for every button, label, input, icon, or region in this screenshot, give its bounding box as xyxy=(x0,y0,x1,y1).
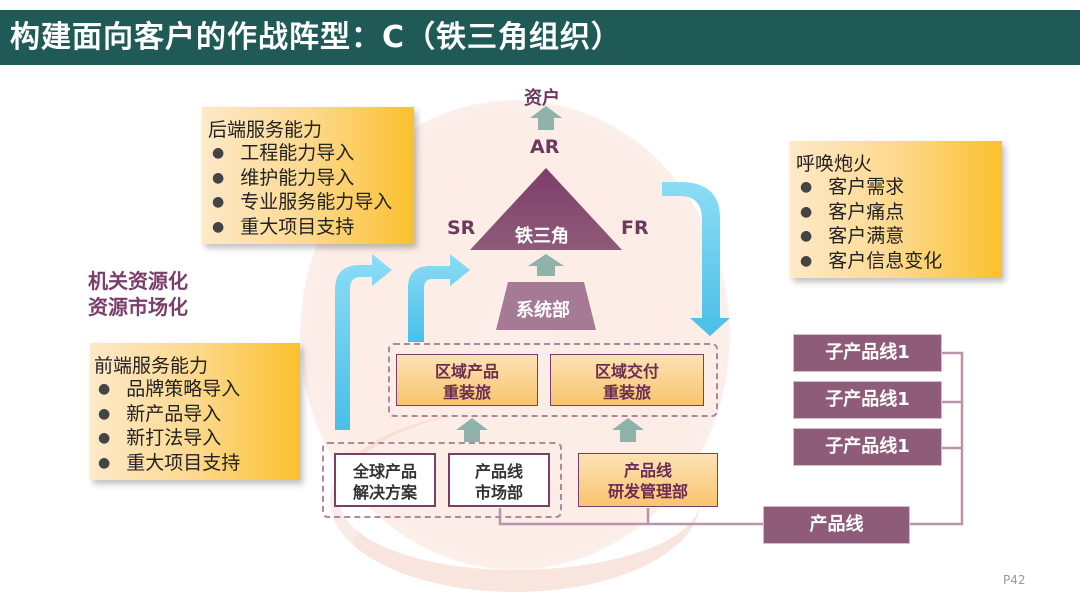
unit-line-2: 研发管理部 xyxy=(607,482,688,501)
brigade-line-2: 重装旅 xyxy=(602,383,651,402)
iron-triangle xyxy=(470,168,622,250)
blue-arrow-left-outer xyxy=(335,254,392,430)
blue-arrow-right xyxy=(662,182,730,336)
frontend-list: 品牌策略导入 新产品导入 新打法导入 重大项目支持 xyxy=(98,377,240,475)
product-line: 产品线 xyxy=(763,506,910,544)
product-line-rd-management: 产品线 研发管理部 xyxy=(578,453,718,507)
customer-label: 资户 xyxy=(524,88,560,109)
list-item: 重大项目支持 xyxy=(98,451,240,476)
brigade-line-1: 区域产品 xyxy=(434,362,499,381)
brigade-line-2: 重装旅 xyxy=(442,383,491,402)
up-arrow-to-brigade-1 xyxy=(456,418,488,442)
backend-capability-box: 后端服务能力 工程能力导入 维护能力导入 专业服务能力导入 重大项目支持 xyxy=(202,107,414,244)
list-item: 新打法导入 xyxy=(98,426,240,451)
regional-delivery-brigade: 区域交付 重装旅 xyxy=(550,354,704,406)
list-item: 品牌策略导入 xyxy=(98,377,240,402)
title-bar: 构建面向客户的作战阵型：C（铁三角组织） xyxy=(0,10,1080,65)
up-arrow-to-brigade-2 xyxy=(612,418,644,442)
system-dept-shape xyxy=(496,282,596,330)
backend-heading: 后端服务能力 xyxy=(208,119,323,141)
unit-line-2: 市场部 xyxy=(474,483,523,502)
list-item: 重大项目支持 xyxy=(212,215,392,240)
up-arrow-to-triangle xyxy=(528,254,564,276)
fr-label: FR xyxy=(621,217,649,239)
sub-product-line: 子产品线1 xyxy=(793,381,942,419)
call-fire-heading: 呼唤炮火 xyxy=(796,153,873,175)
side-label-line-2: 资源市场化 xyxy=(88,295,188,319)
unit-line-2: 解决方案 xyxy=(352,483,417,502)
unit-line-1: 产品线 xyxy=(474,462,523,481)
blue-arrow-left-inner xyxy=(408,254,470,342)
slide-title: 构建面向客户的作战阵型：C（铁三角组织） xyxy=(10,20,623,55)
up-arrow-to-customer xyxy=(530,106,562,130)
ar-label: AR xyxy=(530,136,560,158)
backend-list: 工程能力导入 维护能力导入 专业服务能力导入 重大项目支持 xyxy=(212,141,392,239)
regional-product-brigade: 区域产品 重装旅 xyxy=(396,354,538,406)
call-fire-box: 呼唤炮火 客户需求 客户痛点 客户满意 客户信息变化 xyxy=(790,141,1002,278)
product-line-marketing: 产品线 市场部 xyxy=(448,453,550,507)
frontend-capability-box: 前端服务能力 品牌策略导入 新产品导入 新打法导入 重大项目支持 xyxy=(90,343,300,480)
list-item: 客户痛点 xyxy=(800,200,942,225)
brigade-line-1: 区域交付 xyxy=(594,362,659,381)
sr-label: SR xyxy=(447,217,476,239)
side-label-line-1: 机关资源化 xyxy=(88,269,188,293)
list-item: 客户满意 xyxy=(800,224,942,249)
sub-product-line: 子产品线1 xyxy=(793,334,942,372)
call-fire-list: 客户需求 客户痛点 客户满意 客户信息变化 xyxy=(800,175,942,273)
system-dept-label: 系统部 xyxy=(516,300,570,321)
iron-triangle-label: 铁三角 xyxy=(515,226,569,247)
brigade-group xyxy=(388,343,718,417)
list-item: 新产品导入 xyxy=(98,402,240,427)
list-item: 工程能力导入 xyxy=(212,141,392,166)
frontend-heading: 前端服务能力 xyxy=(94,355,209,377)
page-number: P42 xyxy=(1003,573,1026,587)
unit-line-1: 全球产品 xyxy=(352,462,417,481)
global-product-solution: 全球产品 解决方案 xyxy=(334,453,436,507)
sub-product-line: 子产品线1 xyxy=(793,428,942,466)
list-item: 客户信息变化 xyxy=(800,249,942,274)
list-item: 专业服务能力导入 xyxy=(212,190,392,215)
list-item: 客户需求 xyxy=(800,175,942,200)
product-line-connectors xyxy=(498,351,964,526)
list-item: 维护能力导入 xyxy=(212,166,392,191)
bottom-unit-group xyxy=(322,442,562,518)
unit-line-1: 产品线 xyxy=(623,461,672,480)
